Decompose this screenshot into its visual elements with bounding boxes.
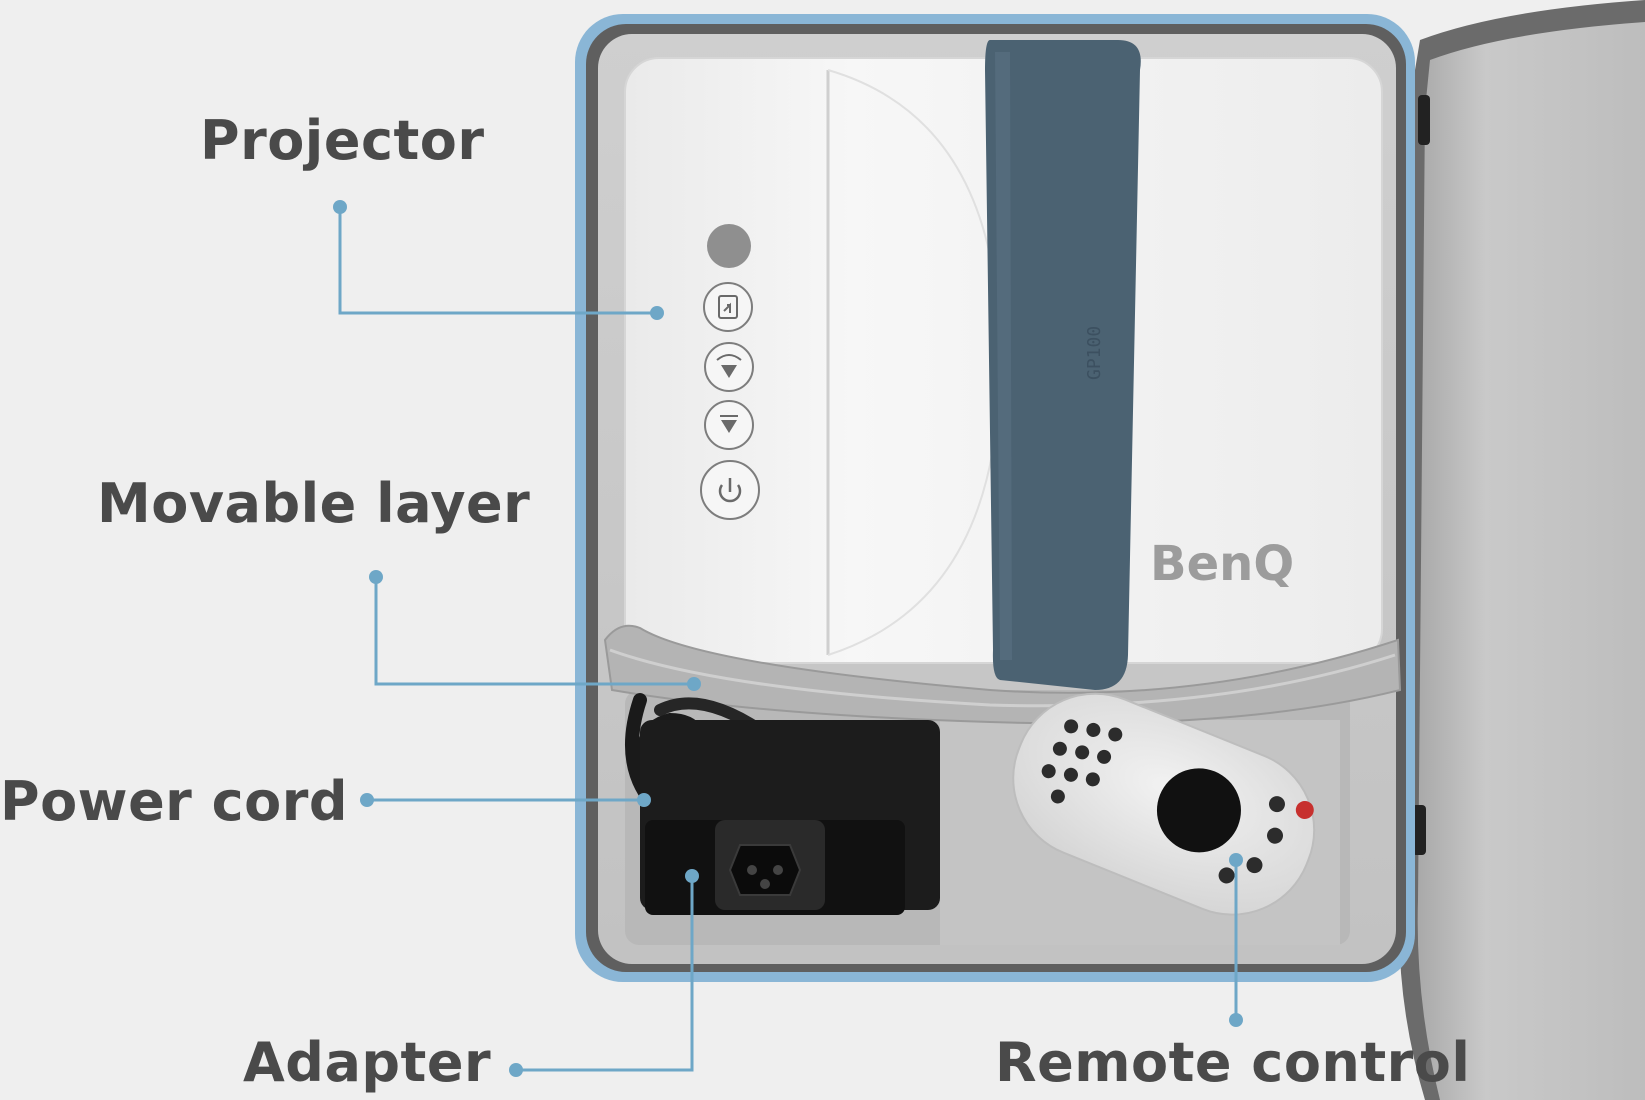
zipper-pull-bottom: [1412, 805, 1426, 855]
label-adapter: Adapter: [243, 1031, 492, 1094]
label-projector: Projector: [200, 109, 485, 172]
remote-keypad: [1041, 719, 1285, 884]
adapter: [640, 720, 940, 915]
callout-dots: [333, 200, 1243, 1077]
callout-lines: [338, 207, 1238, 1072]
brand-logo: BenQ: [1150, 536, 1294, 592]
label-remote-control: Remote control: [995, 1031, 1471, 1094]
callout-adapter: [516, 876, 694, 1072]
label-movable-layer: Movable layer: [97, 472, 531, 535]
label-power-cord: Power cord: [0, 770, 349, 833]
movable-layer: [603, 624, 1402, 725]
status-indicator: [707, 224, 751, 268]
focus-down-icon: [704, 400, 754, 450]
elastic-strap: GP100: [985, 40, 1141, 690]
power-icon: [700, 460, 760, 520]
callout-movable-layer: [374, 577, 694, 686]
callout-projector: [338, 207, 657, 315]
zipper-pull-top: [1418, 95, 1430, 145]
remote-power-button: [1295, 800, 1314, 819]
focus-up-icon: [704, 342, 754, 392]
case-lid: [1399, 0, 1645, 1100]
input-source-icon: [703, 282, 753, 332]
remote-nav-pad: [1156, 768, 1241, 853]
model-marking: GP100: [1084, 326, 1105, 380]
